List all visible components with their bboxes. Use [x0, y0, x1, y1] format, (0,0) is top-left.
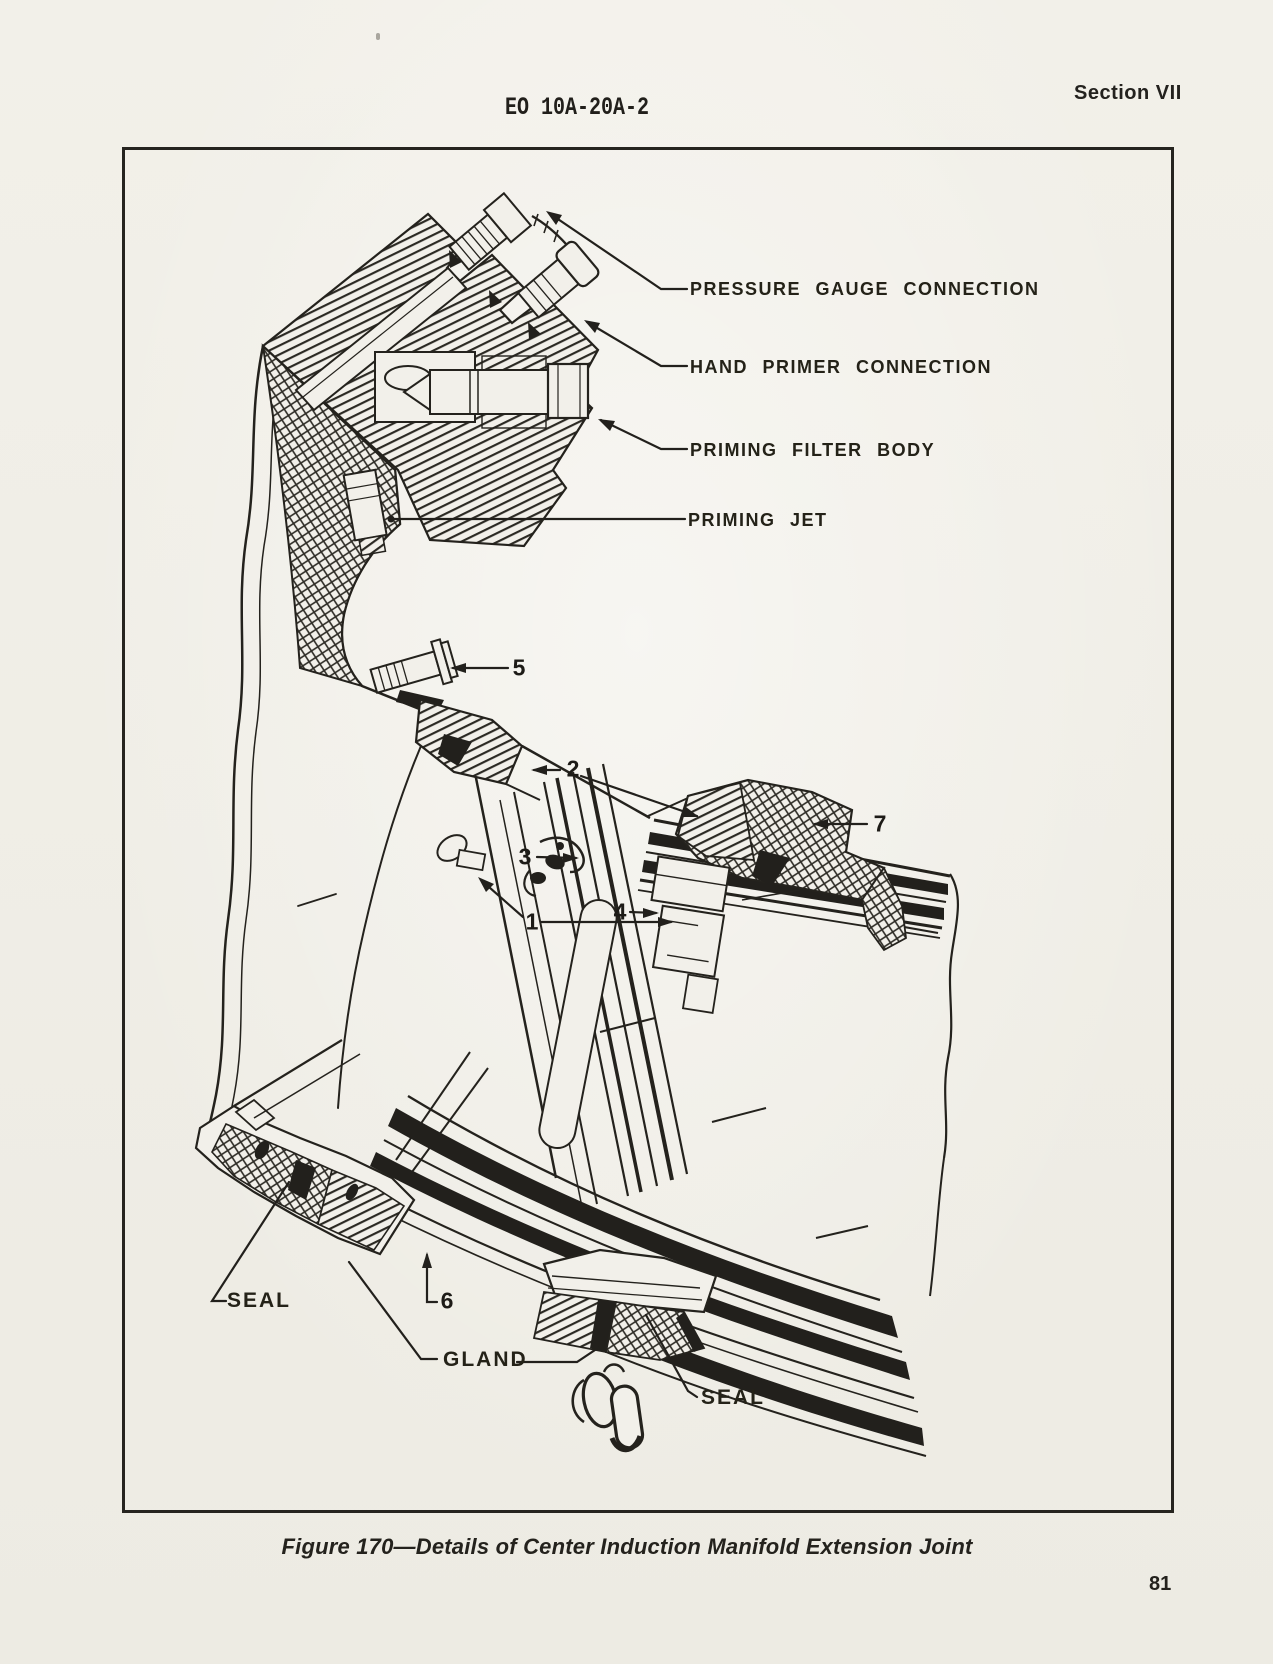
leader-callout-6 [425, 1253, 439, 1304]
callout-1: 1 [525, 908, 539, 935]
label-seal-right: SEAL [701, 1386, 766, 1409]
callout-3: 3 [518, 843, 532, 870]
label-gland: GLAND [443, 1348, 528, 1371]
mounting-stud [369, 638, 459, 695]
callout-5: 5 [512, 654, 526, 681]
leader-pressure-gauge [547, 211, 689, 291]
label-hand-primer-connection: HAND PRIMER CONNECTION [690, 357, 993, 377]
figure-caption: Figure 170—Details of Center Induction M… [281, 1534, 973, 1559]
callout-4: 4 [613, 898, 627, 925]
leader-hand-primer [585, 320, 689, 368]
label-seal-left: SEAL [227, 1289, 292, 1312]
clamp-hardware [436, 834, 801, 1014]
leader-seal-right [644, 1313, 699, 1399]
figure-border [122, 147, 1174, 1513]
gland-assembly-center [532, 1248, 718, 1453]
callout-2: 2 [566, 755, 580, 782]
clamp-slot [538, 898, 618, 1150]
wall-crosshatch [261, 343, 402, 688]
seal-assembly-left [194, 1039, 416, 1256]
label-pressure-gauge-connection: PRESSURE GAUGE CONNECTION [690, 279, 1040, 299]
leader-arrowheads [387, 211, 828, 1268]
header-section-title: Section VII [1074, 82, 1182, 104]
leader-priming-filter [599, 418, 689, 451]
leader-gland-a [347, 1260, 439, 1361]
priming-housing [261, 191, 600, 557]
page-number: 81 [1149, 1573, 1172, 1595]
label-priming-filter-body: PRIMING FILTER BODY [690, 440, 936, 460]
leader-callout-2b [579, 774, 699, 818]
callout-7: 7 [873, 810, 887, 837]
callout-6: 6 [440, 1287, 454, 1314]
paper-speck [376, 33, 380, 40]
joint-flange-left [414, 698, 524, 786]
leader-seal-left [209, 1180, 291, 1303]
label-priming-jet: PRIMING JET [688, 510, 828, 530]
leader-gland-b [515, 1344, 603, 1364]
header-doc-code: EO 10A-20A-2 [504, 94, 650, 123]
